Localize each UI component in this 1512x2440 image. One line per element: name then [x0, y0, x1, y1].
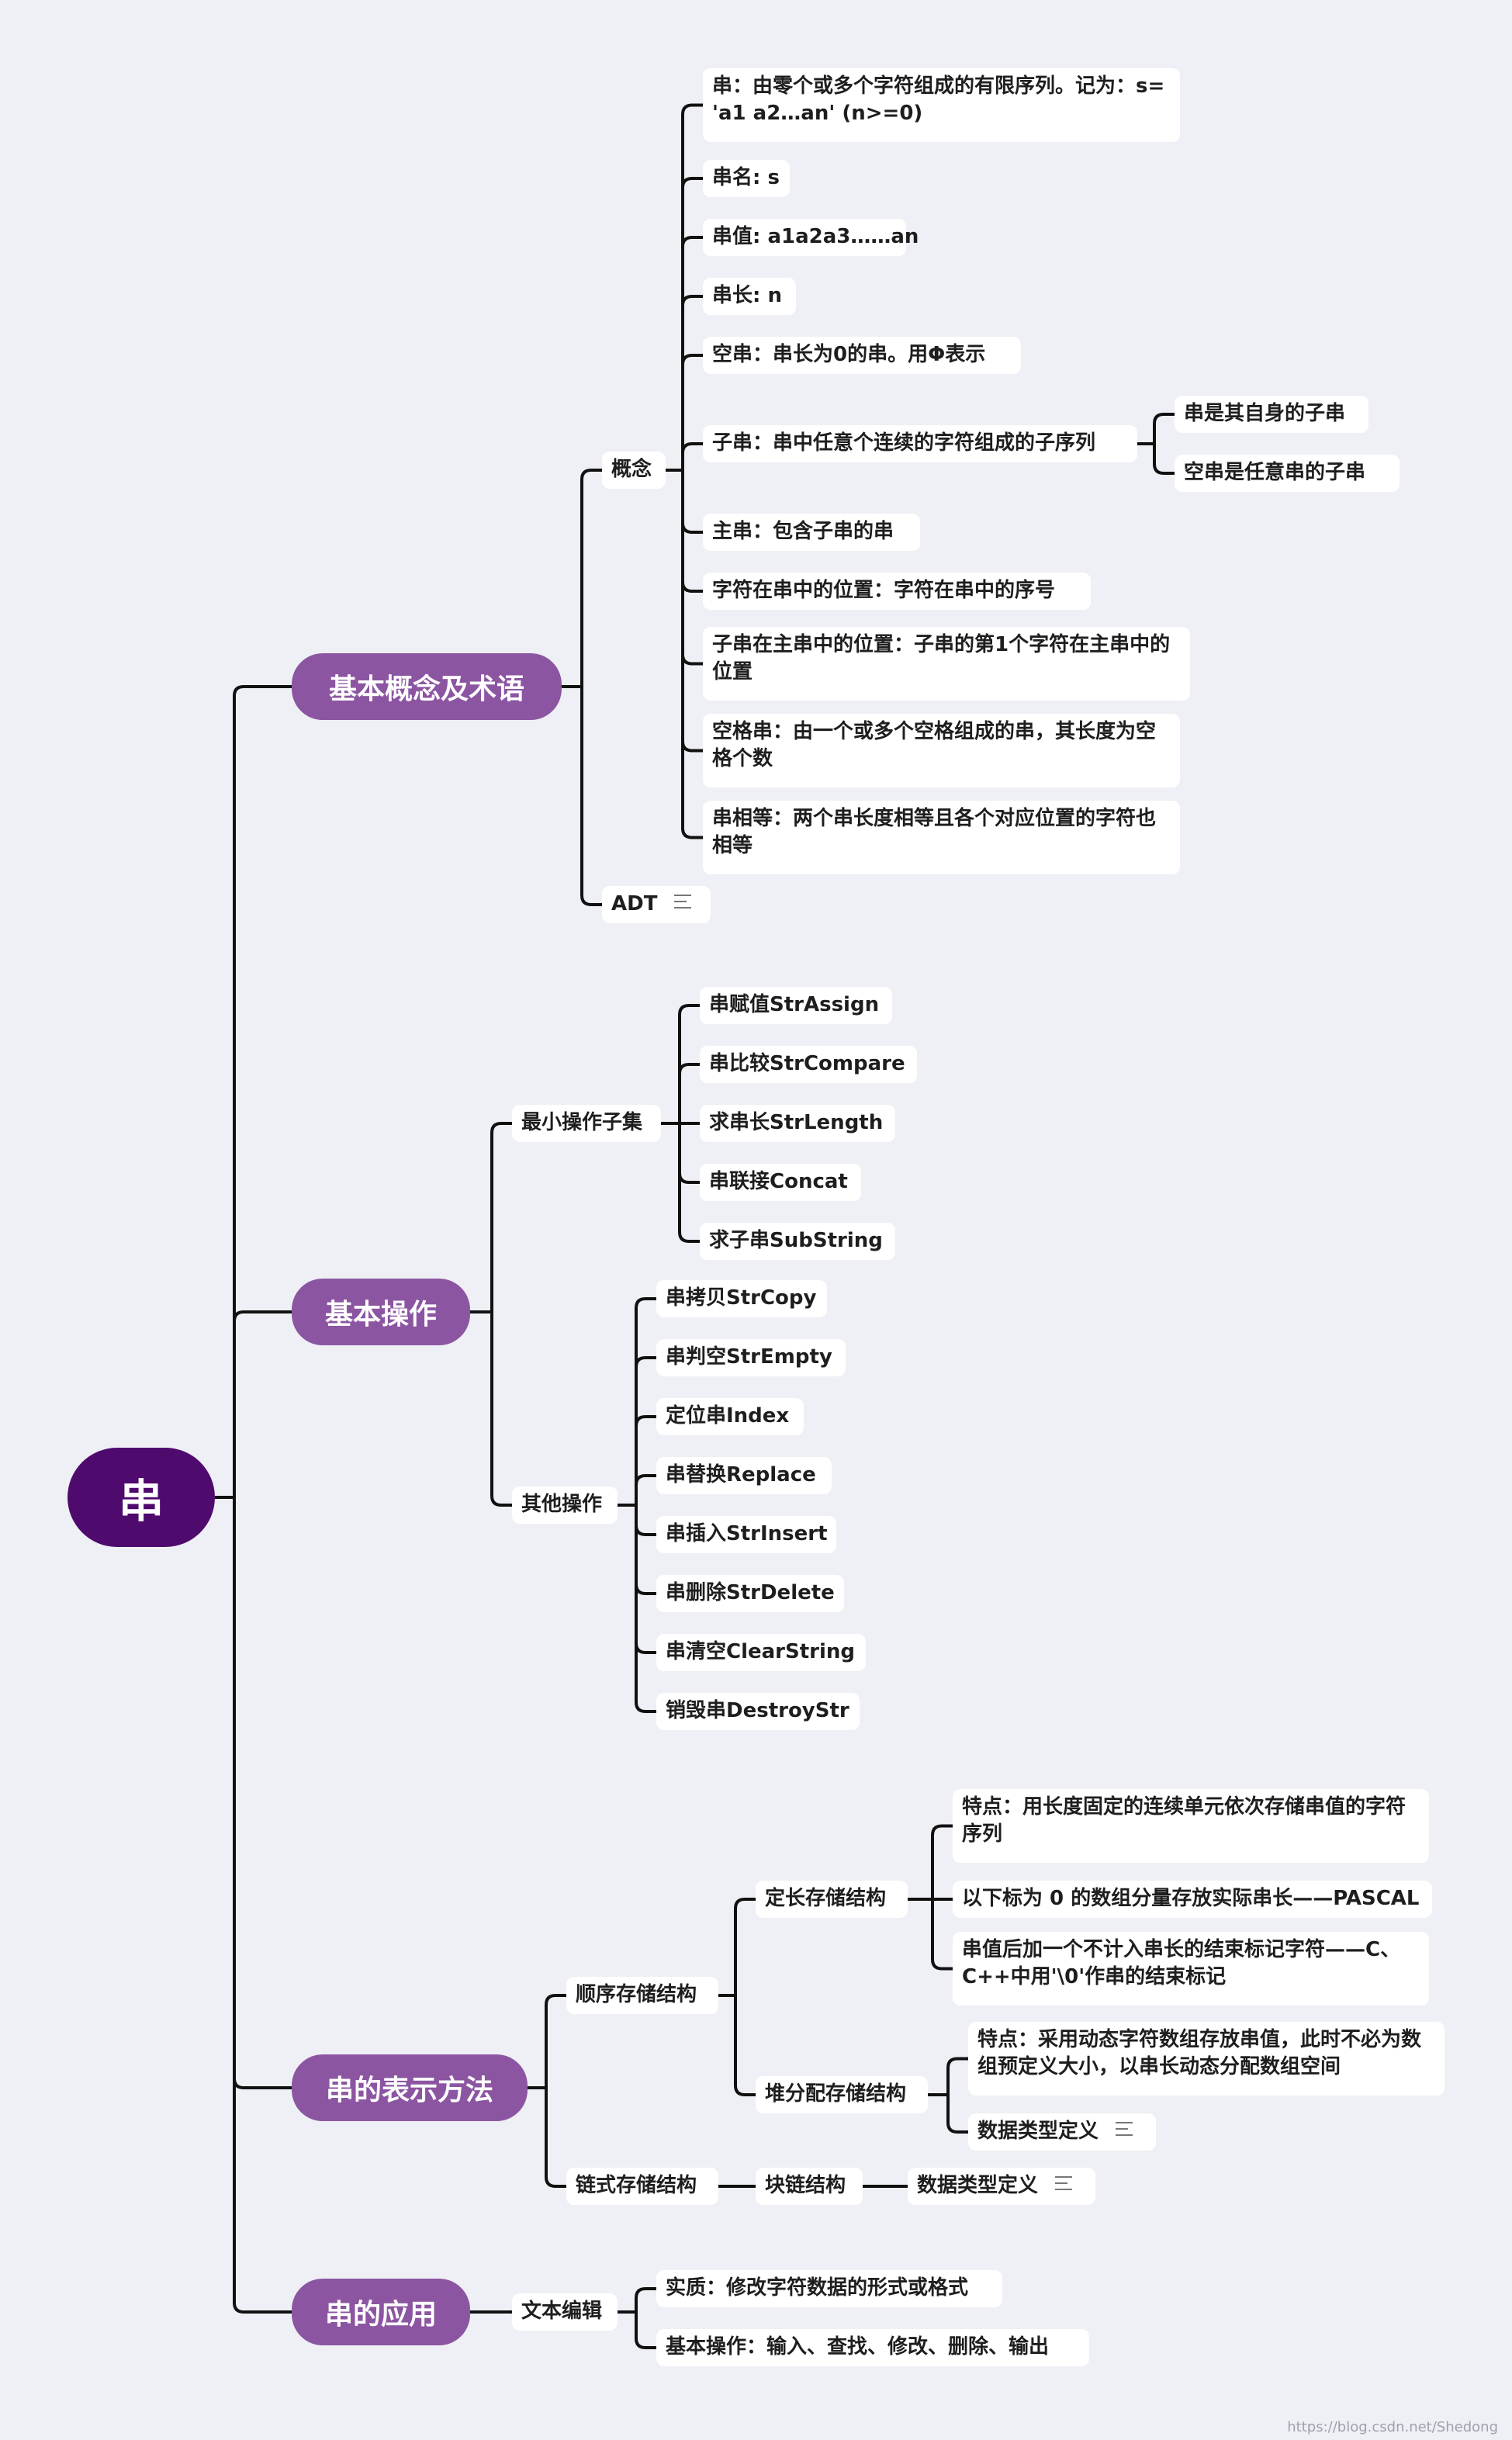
connector-branch-basic-operations: [470, 1122, 512, 1507]
linked-type-def[interactable]: 数据类型定义: [908, 2168, 1095, 2205]
op-strlength[interactable]: 求串长StrLength: [700, 1105, 895, 1142]
root-node[interactable]: 串: [67, 1448, 215, 1547]
op-clearstring[interactable]: 串清空ClearString: [656, 1634, 866, 1671]
concept-value[interactable]: 串值: a1a2a3……an: [703, 219, 919, 256]
concept-empty-string[interactable]: 空串：串长为0的串。用Φ表示: [703, 337, 1021, 374]
heap-storage-node[interactable]: 堆分配存储结构: [756, 2076, 928, 2113]
connector-branch-basic-concepts: [562, 469, 602, 906]
op-destroystr[interactable]: 销毁串DestroyStr: [656, 1693, 860, 1730]
connector-branch-representation: [528, 1994, 566, 2188]
concept-name[interactable]: 串名: s: [703, 160, 790, 197]
concept-main-string[interactable]: 主串：包含子串的串: [703, 514, 920, 551]
op-strcompare[interactable]: 串比较StrCompare: [700, 1046, 917, 1083]
connector-fixed-storage-node: [908, 1824, 953, 1971]
fixed-c-terminator[interactable]: 串值后加一个不计入串长的结束标记字符——C、C++中用'\0'作串的结束标记: [953, 1932, 1429, 2006]
concept-length[interactable]: 串长: n: [703, 278, 796, 315]
connector-other-ops-node: [618, 1297, 656, 1713]
concept-equal[interactable]: 串相等：两个串长度相等且各个对应位置的字符也相等: [703, 801, 1180, 874]
connector-concept-node: [666, 103, 703, 839]
editing-basic-ops[interactable]: 基本操作：输入、查找、修改、删除、输出: [656, 2329, 1089, 2366]
connector-concept-substring: [1137, 413, 1175, 475]
adt-label: ADT: [611, 892, 658, 915]
linked-type-def-label: 数据类型定义: [917, 2174, 1039, 2197]
branch-application[interactable]: 串的应用: [292, 2279, 470, 2345]
connector-minimal-ops-node: [661, 1004, 700, 1243]
concept-sub-position[interactable]: 子串在主串中的位置：子串的第1个字符在主串中的位置: [703, 627, 1190, 701]
op-strinsert[interactable]: 串插入StrInsert: [656, 1516, 836, 1553]
fixed-pascal[interactable]: 以下标为 0 的数组分量存放实际串长——PASCAL: [953, 1881, 1432, 1918]
linked-storage-node[interactable]: 链式存储结构: [566, 2168, 718, 2205]
concept-definition[interactable]: 串：由零个或多个字符组成的有限序列。记为：s= 'a1 a2…an' (n>=0…: [703, 68, 1180, 142]
branch-representation[interactable]: 串的表示方法: [292, 2054, 528, 2121]
connector-root-node: [215, 685, 292, 2314]
op-substring[interactable]: 求子串SubString: [700, 1223, 895, 1260]
op-index[interactable]: 定位串Index: [656, 1398, 804, 1435]
fixed-storage-node[interactable]: 定长存储结构: [756, 1881, 908, 1918]
concept-node[interactable]: 概念: [602, 452, 666, 489]
substring-self[interactable]: 串是其自身的子串: [1175, 396, 1368, 433]
minimal-ops-node[interactable]: 最小操作子集: [512, 1105, 661, 1142]
connector-text-editing-node: [618, 2287, 656, 2349]
note-icon[interactable]: [674, 894, 692, 910]
concept-space-string[interactable]: 空格串：由一个或多个空格组成的串，其长度为空格个数: [703, 714, 1180, 787]
concept-substring[interactable]: 子串：串中任意个连续的字符组成的子序列: [703, 425, 1137, 462]
substring-empty[interactable]: 空串是任意串的子串: [1175, 455, 1400, 492]
connector-heap-storage-node: [928, 2057, 968, 2134]
note-icon[interactable]: [1116, 2121, 1133, 2137]
other-ops-node[interactable]: 其他操作: [512, 1486, 618, 1524]
adt-node[interactable]: ADT: [602, 886, 711, 923]
branch-basic-operations[interactable]: 基本操作: [292, 1279, 470, 1345]
fixed-feature[interactable]: 特点：用长度固定的连续单元依次存储串值的字符序列: [953, 1789, 1429, 1863]
op-strassign[interactable]: 串赋值StrAssign: [700, 987, 892, 1024]
op-concat[interactable]: 串联接Concat: [700, 1164, 861, 1201]
note-icon[interactable]: [1055, 2175, 1073, 2192]
connector-sequential-storage-node: [718, 1898, 756, 2096]
watermark: https://blog.csdn.net/Shedong: [1287, 2419, 1498, 2435]
op-strcopy[interactable]: 串拷贝StrCopy: [656, 1280, 827, 1317]
text-editing-node[interactable]: 文本编辑: [512, 2293, 618, 2331]
heap-feature[interactable]: 特点：采用动态字符数组存放串值，此时不必为数组预定义大小，以串长动态分配数组空间: [968, 2022, 1445, 2096]
branch-basic-concepts[interactable]: 基本概念及术语: [292, 653, 562, 720]
op-replace[interactable]: 串替换Replace: [656, 1457, 832, 1494]
heap-type-def[interactable]: 数据类型定义: [968, 2113, 1156, 2151]
heap-type-def-label: 数据类型定义: [977, 2120, 1099, 2143]
sequential-storage-node[interactable]: 顺序存储结构: [566, 1977, 718, 2014]
op-strdelete[interactable]: 串删除StrDelete: [656, 1575, 844, 1612]
concept-char-position[interactable]: 字符在串中的位置：字符在串中的序号: [703, 573, 1091, 610]
op-strempty[interactable]: 串判空StrEmpty: [656, 1339, 846, 1376]
editing-essence[interactable]: 实质：修改字符数据的形式或格式: [656, 2270, 1002, 2307]
block-chain-node[interactable]: 块链结构: [756, 2168, 863, 2205]
